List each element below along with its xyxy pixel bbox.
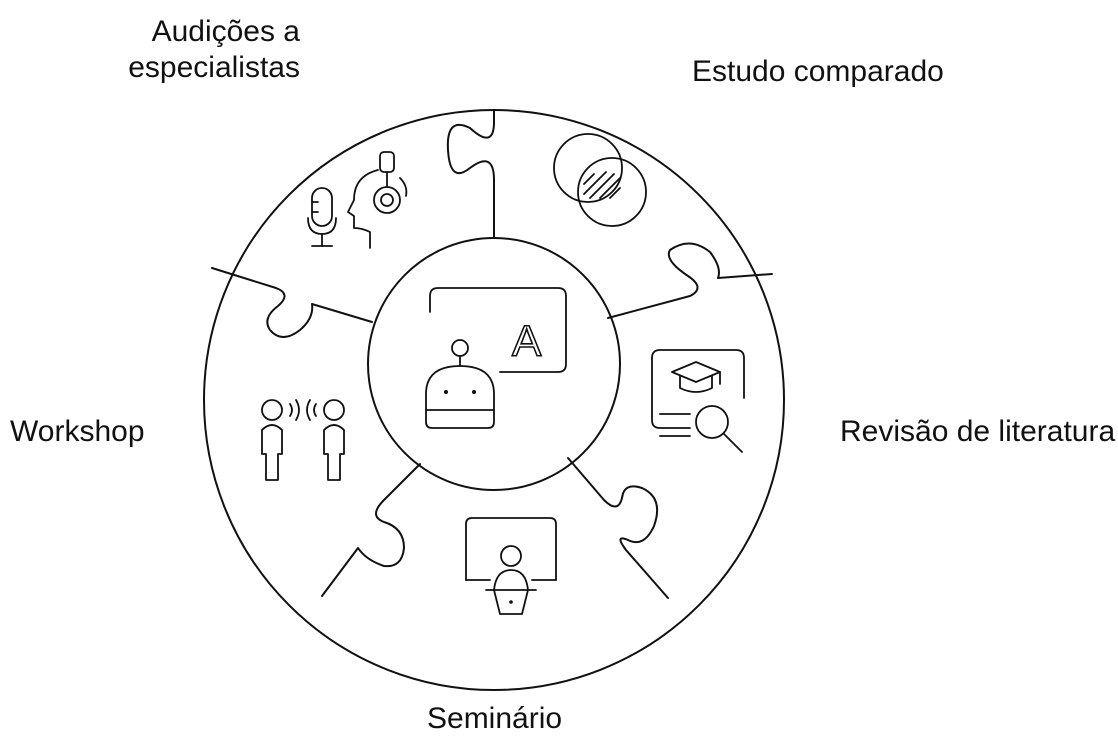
venn-diagram-icon xyxy=(553,133,647,227)
divider-upper-left xyxy=(211,267,373,338)
board-letter: A xyxy=(512,317,542,366)
robot-teacher-icon: A xyxy=(425,287,567,429)
divider-lower-left xyxy=(321,463,421,597)
microphone-headset-icon xyxy=(307,151,408,249)
label-audicoes-line2: especialistas xyxy=(128,51,300,84)
label-revisao: Revisão de literatura xyxy=(840,415,1116,448)
label-audicoes-line1: Audições a xyxy=(151,15,300,48)
divider-upper-right xyxy=(607,242,773,319)
people-talking-icon xyxy=(261,399,345,481)
label-seminario: Seminário xyxy=(427,702,563,735)
label-audicoes: Audições a especialistas xyxy=(110,14,300,86)
presenter-podium-icon xyxy=(465,517,557,615)
label-estudo: Estudo comparado xyxy=(692,55,944,88)
divider-top xyxy=(446,109,495,239)
label-workshop: Workshop xyxy=(10,415,145,448)
center-circle xyxy=(367,237,621,491)
literature-search-icon xyxy=(651,349,745,453)
divider-lower-right xyxy=(567,457,669,599)
